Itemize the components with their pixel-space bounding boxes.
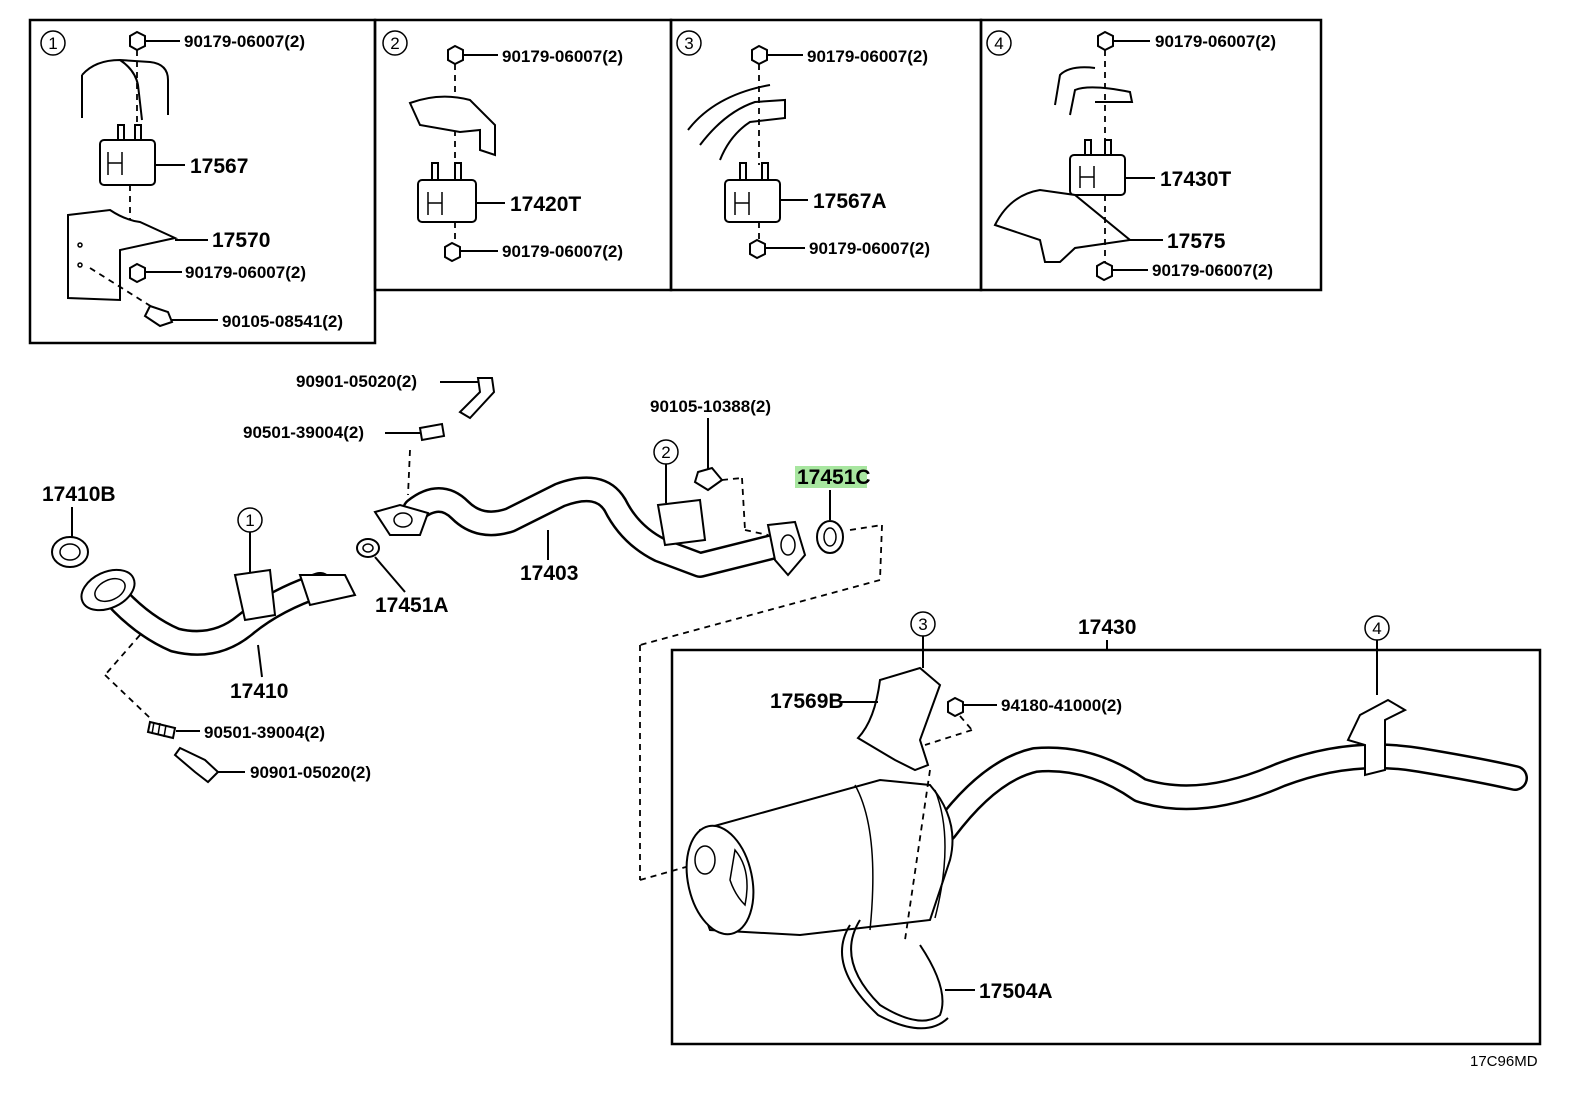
front-pipe-group: 17410B 1 17410 90501-39004(2) 90901-0502… (42, 483, 371, 784)
center-pipe-ref: 2 (661, 443, 670, 462)
inset-1: 1 90179-06007(2) 17567 17570 90179-06007… (40, 30, 343, 331)
inset-4-label-lower-nut: 90179-06007(2) (1152, 261, 1273, 280)
inset-3-label-mount: 17567A (813, 190, 887, 213)
tail-ref4: 4 (1372, 619, 1381, 638)
inset-1-bolt (143, 304, 174, 328)
inset-4-mount (1069, 154, 1126, 196)
muffler-inlet (694, 845, 716, 875)
tail-pipe-label: 17430 (1078, 616, 1136, 639)
heat-insulator (856, 666, 942, 772)
front-pipe-label: 17410 (230, 680, 288, 703)
heat-insulator-label: 17569B (770, 690, 844, 713)
inset-4-number-circle (986, 30, 1012, 56)
inset-4-number: 4 (994, 34, 1003, 53)
front-gasket (51, 536, 89, 568)
inset-4: 4 90179-06007(2) 17430T 17575 90179-0600… (986, 30, 1276, 282)
inset-3-top-nut (751, 44, 768, 66)
inset-1-number: 1 (48, 34, 57, 53)
inset-2-label-lower-nut: 90179-06007(2) (502, 242, 623, 261)
center-pipe-rear-flange (766, 520, 807, 577)
inset-3-label-top-nut: 90179-06007(2) (807, 47, 928, 66)
inset-1-label-bracket: 17570 (212, 229, 270, 252)
inset-4-frame (979, 18, 1323, 292)
inset-3: 3 90179-06007(2) 17567A 90179-06007(2) (676, 30, 930, 260)
inset-4-hanger (1054, 66, 1134, 116)
inset-1-lower-bracket (67, 208, 179, 302)
front-pipe-rear-flange (298, 574, 357, 607)
inset-2-number-circle (382, 30, 408, 56)
inset-2-number: 2 (390, 34, 399, 53)
tail-hanger (1346, 698, 1408, 777)
inset-frames (28, 18, 1323, 345)
tail-nut (947, 696, 964, 718)
center-bolt2-label: 90105-10388(2) (650, 397, 771, 416)
center-bolt (458, 377, 496, 420)
inset-2-mount (417, 179, 477, 223)
inset-1-label-mount: 17567 (190, 155, 248, 178)
inset-3-bracket (687, 84, 786, 161)
tail-pipe-group: 17430 3 4 17569B 94180-41000(2) 17 (670, 611, 1542, 1046)
front-bolt-label: 90901-05020(2) (250, 763, 371, 782)
inset-3-lower-nut (749, 238, 766, 260)
inset-3-number: 3 (684, 34, 693, 53)
front-pipe-hanger (233, 568, 277, 622)
front-spring (146, 720, 177, 740)
inset-3-mount (724, 179, 781, 223)
center-pipe-group: 90901-05020(2) 90501-39004(2) 2 90105-10… (243, 372, 883, 881)
band-clamp (850, 919, 944, 1022)
front-spring-label: 90501-39004(2) (204, 723, 325, 742)
tail-nut-label: 94180-41000(2) (1001, 696, 1122, 715)
center-bolt2 (693, 466, 724, 492)
inset-4-label-bracket: 17575 (1167, 230, 1226, 253)
inset-1-label-top-nut: 90179-06007(2) (184, 32, 305, 51)
front-bolt (173, 746, 220, 784)
inset-1-label-lower-nut: 90179-06007(2) (185, 263, 306, 282)
inset-3-number-circle (676, 30, 702, 56)
inset-2-top-nut (447, 44, 464, 66)
inset-4-label-mount: 17430T (1160, 168, 1231, 191)
front-pipe-ref: 1 (245, 511, 254, 530)
front-gasket-label: 17410B (42, 483, 116, 506)
center-gasket-a-label: 17451A (375, 594, 449, 617)
center-gasket-a (356, 538, 380, 558)
inset-4-bracket (993, 188, 1133, 263)
center-pipe-hanger (656, 498, 707, 547)
diagram-code: 17C96MD (1470, 1053, 1538, 1070)
inset-1-mount (99, 139, 156, 186)
inset-4-lower-nut (1096, 260, 1113, 282)
inset-2-lower-nut (444, 241, 461, 263)
inset-1-upper-bracket (81, 58, 169, 121)
center-pipe-label: 17403 (520, 562, 578, 585)
center-spring (418, 422, 446, 442)
inset-1-number-circle (40, 30, 66, 56)
center-bolt-label: 90901-05020(2) (296, 372, 417, 391)
inset-3-label-lower-nut: 90179-06007(2) (809, 239, 930, 258)
inset-4-top-nut (1097, 30, 1114, 52)
center-pipe-front-flange (373, 503, 430, 536)
band-clamp-label: 17504A (979, 980, 1053, 1003)
inset-4-label-top-nut: 90179-06007(2) (1155, 32, 1276, 51)
inset-2-bracket (408, 95, 496, 157)
inset-2-label-mount: 17420T (510, 193, 581, 216)
center-gasket-c (816, 520, 844, 554)
inset-2: 2 90179-06007(2) 17420T 90179-06007(2) (382, 30, 623, 263)
inset-2-label-top-nut: 90179-06007(2) (502, 47, 623, 66)
center-gasket-c-label[interactable]: 17451C (797, 466, 871, 489)
tail-ref3: 3 (918, 615, 927, 634)
center-spring-label: 90501-39004(2) (243, 423, 364, 442)
inset-1-lower-nut (129, 262, 146, 284)
inset-1-top-nut (129, 30, 146, 52)
inset-1-label-bolt: 90105-08541(2) (222, 312, 343, 331)
highlight-box (795, 466, 867, 488)
